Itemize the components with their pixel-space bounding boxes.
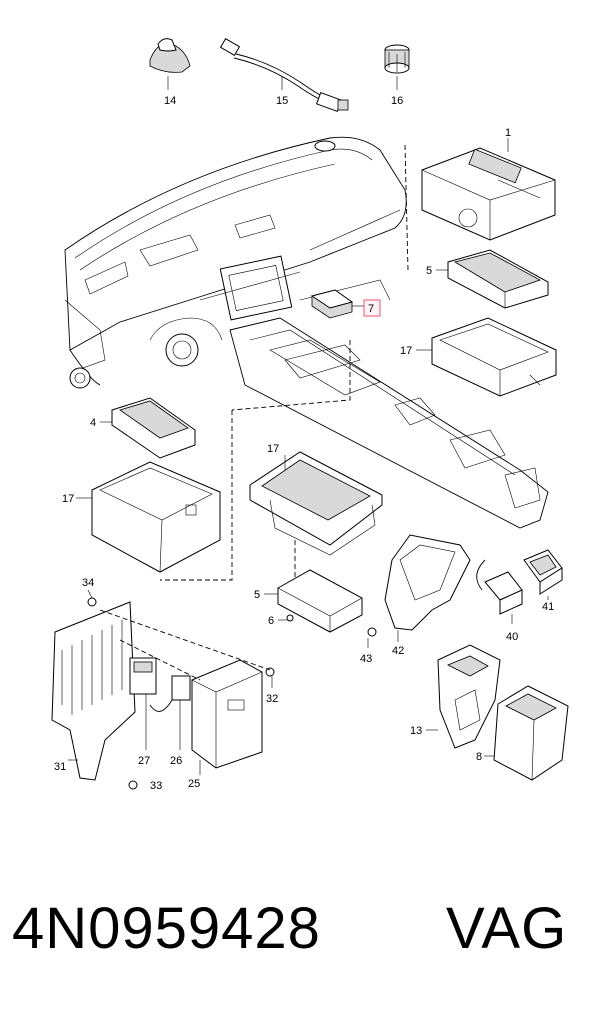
part-41-control-unit — [523, 549, 563, 600]
part-17-tray-right — [416, 317, 557, 397]
callout-17-right: 17 — [400, 345, 412, 357]
callout-13: 13 — [410, 725, 422, 737]
callout-labels: 14 15 16 1 5 7 17 4 17 17 5 6 34 31 27 2… — [54, 95, 554, 792]
callout-5-top: 5 — [426, 265, 432, 277]
callout-1: 1 — [505, 127, 511, 139]
part-13-bracket — [426, 644, 501, 749]
callout-41: 41 — [542, 601, 554, 613]
leader-line — [99, 609, 271, 671]
callout-16: 16 — [391, 95, 403, 107]
part-42-bracket — [384, 534, 471, 642]
part-number: 4N0959428 — [12, 896, 321, 961]
part-1-unit — [421, 138, 556, 241]
part-4-cover — [100, 397, 196, 459]
callout-4: 4 — [90, 417, 96, 429]
callout-33: 33 — [150, 780, 162, 792]
callout-42: 42 — [392, 645, 404, 657]
callout-32: 32 — [266, 693, 278, 705]
callout-8: 8 — [476, 751, 482, 763]
callout-43: 43 — [360, 653, 372, 665]
callout-31: 31 — [54, 761, 66, 773]
leader-line — [119, 639, 201, 681]
part-7-module — [310, 289, 381, 319]
callout-25: 25 — [188, 778, 200, 790]
part-17-tray-center — [249, 451, 383, 556]
callout-6: 6 — [268, 615, 274, 627]
part-31-heatsink-plate — [51, 601, 136, 781]
part-25-unit — [191, 659, 263, 775]
callout-17-left: 17 — [62, 493, 74, 505]
callout-34: 34 — [82, 577, 94, 589]
part-5-lower-module — [264, 569, 363, 633]
part-33-nut — [128, 780, 138, 790]
callout-40: 40 — [506, 631, 518, 643]
part-17-box-left — [76, 461, 221, 573]
part-34-bolt — [87, 589, 97, 607]
parts-diagram: 14 15 16 1 5 7 17 4 17 17 5 6 34 31 27 2… — [51, 37, 569, 792]
leader-line — [231, 340, 351, 411]
callout-26: 26 — [170, 755, 182, 767]
part-15-cable — [219, 37, 349, 113]
callout-7: 7 — [368, 303, 374, 315]
callout-17-center: 17 — [267, 443, 279, 455]
part-5-top-module — [436, 249, 549, 309]
part-43-nut — [367, 627, 377, 648]
part-14-antenna — [149, 38, 191, 90]
part-27-connector — [129, 657, 157, 750]
dashboard-illustration — [64, 136, 549, 529]
callout-5-lower: 5 — [254, 589, 260, 601]
part-32-screw — [265, 667, 275, 688]
callout-14: 14 — [164, 95, 176, 107]
leader-line — [160, 410, 233, 581]
part-40-sensor — [476, 559, 523, 624]
part-26-cable — [149, 675, 191, 750]
part-16-cap — [384, 44, 410, 90]
callout-27: 27 — [138, 755, 150, 767]
callout-15: 15 — [276, 95, 288, 107]
leader-line — [404, 144, 409, 271]
part-6-screw — [278, 614, 294, 622]
brand-label: VAG — [446, 896, 568, 961]
part-8-control-module — [484, 685, 569, 781]
